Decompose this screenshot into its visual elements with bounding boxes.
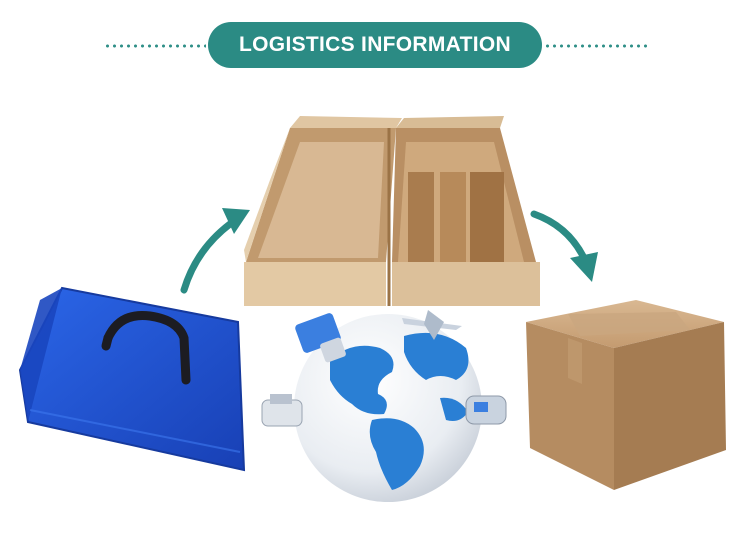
arrow-down-right: [530, 210, 598, 282]
globe-with-transport: [261, 310, 507, 502]
sealed-cardboard-box: [526, 300, 726, 490]
blue-carry-bag: [18, 286, 246, 472]
header-dots-left: [104, 44, 206, 48]
header-dots-right: [544, 44, 648, 48]
logistics-header: LOGISTICS INFORMATION: [0, 22, 750, 68]
header-title-pill: LOGISTICS INFORMATION: [208, 22, 542, 68]
header-title: LOGISTICS INFORMATION: [239, 33, 511, 56]
open-cardboard-box: [244, 116, 540, 306]
arrow-up-right: [180, 208, 250, 294]
